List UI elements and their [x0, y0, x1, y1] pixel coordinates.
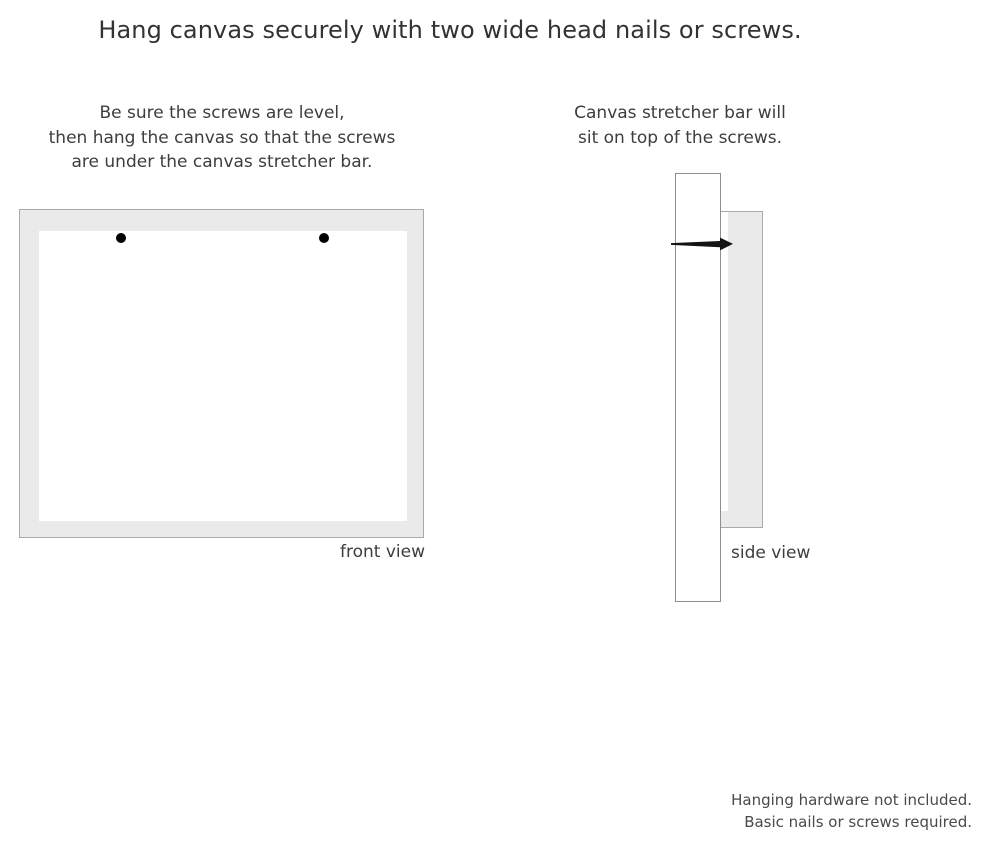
front-view-diagram — [19, 209, 424, 538]
screw-dot-left-icon — [116, 233, 126, 243]
side-view-caption-line-2: sit on top of the screws. — [577, 127, 783, 148]
canvas-frame-inner — [39, 231, 407, 521]
nail-screw-icon — [671, 237, 733, 251]
front-view-caption-line-2: then hang the canvas so that the screws — [48, 127, 396, 148]
side-view-label: side view — [731, 543, 811, 563]
side-view-diagram — [671, 168, 851, 608]
canvas-stretcher-bar — [718, 211, 763, 528]
canvas-frame-outer — [19, 209, 424, 538]
footer-disclaimer: Hanging hardware not included. Basic nai… — [552, 790, 972, 833]
front-view-caption-line-1: Be sure the screws are level, — [99, 103, 345, 123]
screw-dot-right-icon — [319, 233, 329, 243]
footer-line-2: Basic nails or screws required. — [744, 812, 972, 831]
footer-line-1: Hanging hardware not included. — [731, 791, 972, 809]
canvas-stretcher-bar-inner — [719, 212, 728, 511]
front-view-label: front view — [340, 542, 425, 562]
front-view-caption: Be sure the screws are level, then hang … — [19, 101, 425, 175]
side-view-caption: Canvas stretcher bar will sit on top of … — [530, 101, 830, 150]
front-view-caption-line-3: are under the canvas stretcher bar. — [71, 152, 373, 172]
side-view-caption-line-1: Canvas stretcher bar will — [574, 103, 786, 123]
page-title: Hang canvas securely with two wide head … — [98, 16, 802, 44]
